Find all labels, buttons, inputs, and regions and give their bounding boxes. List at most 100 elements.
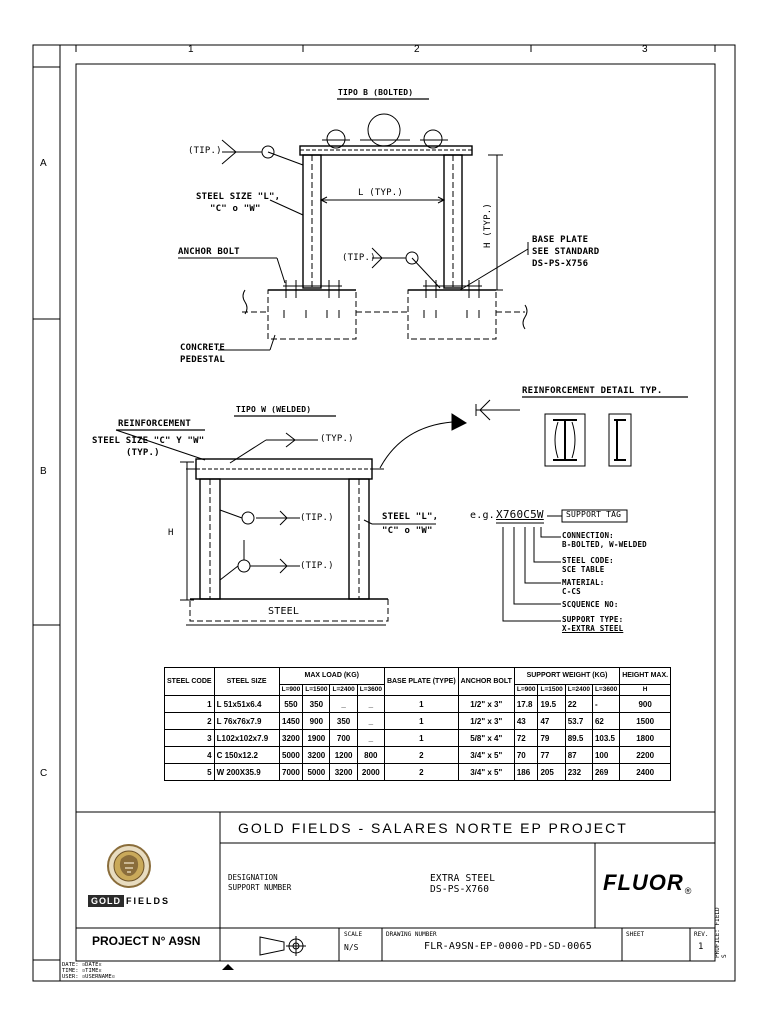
scale-label: SCALE: [344, 931, 363, 938]
cell-load: 350: [329, 712, 358, 730]
th-load-sub: L=2400: [329, 684, 358, 696]
cell-weight: 77: [537, 746, 566, 764]
cell-code: 3: [164, 729, 215, 747]
pipe-small-left: [326, 129, 346, 149]
cell-load: 3200: [302, 746, 331, 764]
cell-height: 1800: [619, 729, 672, 747]
sequence-label: SCQUENCE NO:: [562, 600, 619, 609]
th-load-sub: L=900: [278, 684, 304, 696]
base-plate-label-1: BASE PLATE: [532, 235, 589, 245]
steel-l-label-1: STEEL "L",: [382, 512, 439, 522]
cell-size: L 51x51x6.4: [213, 695, 280, 713]
material-label-2: C-CS: [562, 587, 581, 596]
logo-word-fields: FIELDS: [126, 896, 171, 906]
th-load-sub: L=3600: [356, 684, 385, 696]
cell-load: 5000: [302, 763, 331, 781]
steel-l-label-2: "C" o "W": [382, 526, 433, 536]
cell-weight: 70: [513, 746, 539, 764]
th-weight-sub: L=1500: [537, 684, 566, 696]
cell-weight: 100: [591, 746, 621, 764]
zone-col-3: 3: [642, 44, 648, 55]
th-anchor: ANCHOR BOLT: [457, 667, 515, 696]
cell-weight: 186: [513, 763, 539, 781]
h-typ-label: H (TYP.): [483, 203, 493, 248]
tag-example-prefix: e.g.: [470, 510, 495, 521]
reinforcement-label: REINFORCEMENT: [118, 419, 192, 429]
steel-size-label: STEEL SIZE "L",: [196, 192, 281, 202]
user-line: USER: ¤USERNAME¤: [62, 974, 115, 980]
drawing-number-label: DRAWING NUMBER: [386, 931, 437, 938]
cell-weight: 103.5: [591, 729, 621, 747]
cell-plate: 2: [383, 746, 459, 764]
support-number-label: SUPPORT NUMBER: [228, 883, 292, 892]
reinf-detail-title: REINFORCEMENT DETAIL TYP.: [522, 386, 663, 396]
cell-load: 7000: [278, 763, 304, 781]
support-type-label-2: X-EXTRA STEEL: [562, 624, 624, 633]
th-weight-sub: L=900: [513, 684, 539, 696]
fluor-wordmark: FLUOR: [603, 870, 684, 895]
concrete-label-2: PEDESTAL: [180, 355, 225, 365]
th-code: STEEL CODE: [164, 667, 215, 696]
cell-code: 5: [164, 763, 215, 781]
rev-label: REV.: [694, 931, 709, 938]
title-tipo-w: TIPO W (WELDED): [236, 405, 312, 414]
cell-plate: 2: [383, 763, 459, 781]
th-weight-sub: L=3600: [591, 684, 621, 696]
cell-weight: 232: [564, 763, 593, 781]
cell-weight: 53.7: [564, 712, 593, 730]
connection-label-2: B-BOLTED, W-WELDED: [562, 540, 647, 549]
th-max-load: MAX LOAD (KG): [278, 667, 385, 685]
tip-label-3: (TIP.): [300, 513, 334, 523]
concrete-label-1: CONCRETE: [180, 343, 225, 353]
cell-load: _: [356, 695, 385, 713]
th-size: STEEL SIZE: [213, 667, 280, 696]
cell-load: _: [356, 712, 385, 730]
date-line: DATE: ¤DATE¤: [62, 962, 102, 968]
project-number: PROJECT N° A9SN: [92, 934, 201, 948]
h-label: H: [168, 528, 174, 538]
cell-load: 5000: [278, 746, 304, 764]
cell-load: 3200: [329, 763, 358, 781]
cell-height: 900: [619, 695, 672, 713]
base-plate-label-2: SEE STANDARD: [532, 247, 600, 257]
cell-code: 4: [164, 746, 215, 764]
reference-arrow: [379, 421, 453, 469]
steel-size-w-label-1: STEEL SIZE "C" Y "W": [92, 436, 205, 446]
cell-size: C 150x12.2: [213, 746, 280, 764]
time-line: TIME: ¤TIME¤: [62, 968, 102, 974]
cell-load: 2000: [356, 763, 385, 781]
steel-code-label-2: SCE TABLE: [562, 565, 605, 574]
cell-load: 900: [302, 712, 331, 730]
profile-side-text: PROFILE: FIELD S: [714, 907, 728, 958]
cell-anchor: 3/4" x 5": [457, 746, 515, 764]
cell-size: L 76x76x7.9: [213, 712, 280, 730]
zone-col-1: 1: [188, 44, 194, 55]
cell-load: 700: [329, 729, 358, 747]
l-typ-label: L (TYP.): [358, 188, 403, 198]
support-tag-label: SUPPORT TAG: [566, 510, 622, 519]
cell-height: 1500: [619, 712, 672, 730]
tip-label-2: (TIP.): [342, 253, 376, 263]
pedestal-left: [267, 289, 357, 340]
anchor-bolt-label: ANCHOR BOLT: [178, 247, 240, 257]
zone-row-c: C: [40, 768, 48, 779]
steel-code-label-1: STEEL CODE:: [562, 556, 614, 565]
cell-load: 350: [302, 695, 331, 713]
cell-weight: 79: [537, 729, 566, 747]
pedestal-right: [407, 289, 497, 340]
cell-load: 3200: [278, 729, 304, 747]
th-height-sub: H: [619, 684, 672, 696]
cell-load: _: [356, 729, 385, 747]
steel-size-w-label-2: (TYP.): [126, 448, 160, 458]
cell-weight: 22: [564, 695, 593, 713]
material-label-1: MATERIAL:: [562, 578, 605, 587]
support-number-value: DS-PS-X760: [430, 884, 490, 895]
project-title: GOLD FIELDS - SALARES NORTE EP PROJECT: [238, 820, 628, 836]
tag-example-code: X760C5W: [496, 508, 544, 521]
